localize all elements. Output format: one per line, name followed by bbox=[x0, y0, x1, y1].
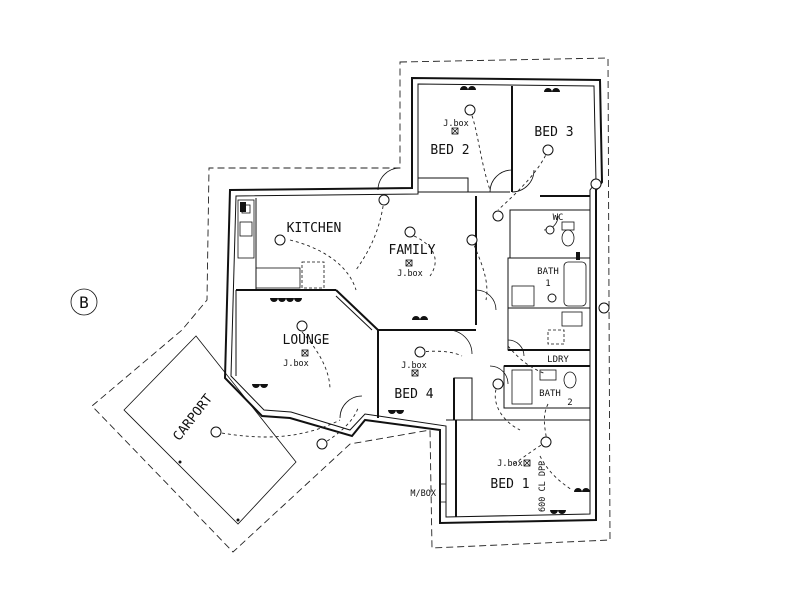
meter-box-label: M/BOX bbox=[410, 489, 436, 499]
jbox-label-bed2: J.box bbox=[443, 119, 469, 129]
light-points bbox=[210, 104, 610, 450]
room-label-kitchen: KITCHEN bbox=[287, 221, 342, 236]
section-marker: B bbox=[70, 288, 98, 316]
room-label-bath2: BATH bbox=[539, 389, 561, 399]
junction-box-symbols bbox=[301, 127, 531, 467]
door-swings bbox=[339, 167, 559, 419]
site-boundary bbox=[91, 57, 611, 553]
room-label-bath1-number: 1 bbox=[545, 279, 550, 289]
meter-box: M/BOX bbox=[410, 483, 447, 503]
kitchen-fittings bbox=[237, 199, 325, 289]
dpp-annotation: 600 CL DPP bbox=[538, 461, 548, 512]
jbox-label-bed1: J.box bbox=[497, 459, 523, 469]
room-label-family: FAMILY bbox=[389, 243, 436, 258]
room-label-bath1: BATH bbox=[537, 267, 559, 277]
room-label-ldry: LDRY bbox=[547, 355, 569, 365]
jbox-label-lounge: J.box bbox=[283, 359, 309, 369]
bathroom-fixtures bbox=[511, 221, 587, 405]
jbox-label-bed4: J.box bbox=[401, 361, 427, 371]
power-outlets bbox=[240, 86, 590, 514]
wiring bbox=[215, 109, 573, 491]
room-label-wc: WC bbox=[553, 213, 564, 223]
room-label-bath2-number: 2 bbox=[567, 398, 572, 408]
room-label-bed4: BED 4 bbox=[394, 387, 433, 402]
room-label-bed2: BED 2 bbox=[430, 143, 469, 158]
room-label-carport: CARPORT bbox=[170, 392, 216, 445]
room-label-lounge: LOUNGE bbox=[283, 333, 330, 348]
jbox-label-family: J.box bbox=[397, 269, 423, 279]
room-label-bed1: BED 1 bbox=[490, 477, 529, 492]
room-label-bed3: BED 3 bbox=[534, 125, 573, 140]
section-marker-label: B bbox=[79, 293, 89, 312]
interior-walls bbox=[235, 86, 591, 517]
carport: CARPORT bbox=[123, 335, 297, 525]
